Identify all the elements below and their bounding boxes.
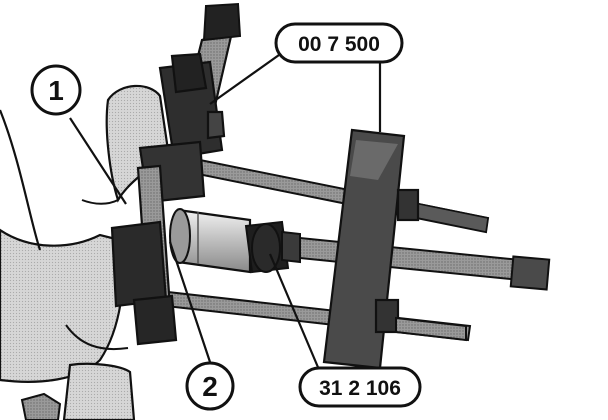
callout-tool-00-7-500-label: 00 7 500 — [298, 33, 380, 56]
carrier-edge-line — [0, 109, 42, 251]
callout-part-2-label: 2 — [202, 371, 218, 402]
callout-tool-00-7-500: 00 7 500 — [274, 22, 404, 64]
frame-side-nut — [206, 110, 226, 140]
carrier-body — [0, 228, 125, 383]
leader-part-1 — [69, 117, 127, 205]
crossbar-plate — [322, 128, 420, 370]
rod-end-lower — [395, 316, 467, 342]
carrier-edge-line-2 — [81, 199, 119, 205]
callout-tool-31-2-106-label: 31 2 106 — [319, 377, 401, 400]
callout-part-1-label: 1 — [48, 75, 64, 106]
spindle-pressure-piece — [244, 220, 301, 274]
leader-lines — [69, 49, 382, 373]
small-nut-bottom — [20, 392, 62, 420]
callout-tool-31-2-106: 31 2 106 — [298, 366, 422, 408]
carrier-lower-edge — [65, 324, 129, 351]
carrier-lower-arm — [62, 362, 136, 420]
puller-frame — [110, 52, 226, 346]
callout-part-1: 1 — [30, 64, 82, 116]
frame-bottom-foot — [132, 294, 178, 346]
pressure-sleeve — [169, 208, 252, 274]
leader-tool-31-2-106 — [268, 253, 322, 373]
wheel-carrier — [0, 84, 170, 420]
leader-part-2 — [168, 241, 212, 363]
frame-upper-nut — [170, 52, 208, 94]
callout-part-2: 2 — [185, 361, 235, 411]
frame-lower-block — [110, 220, 168, 308]
leader-tool-00-7-500-a — [209, 49, 287, 105]
